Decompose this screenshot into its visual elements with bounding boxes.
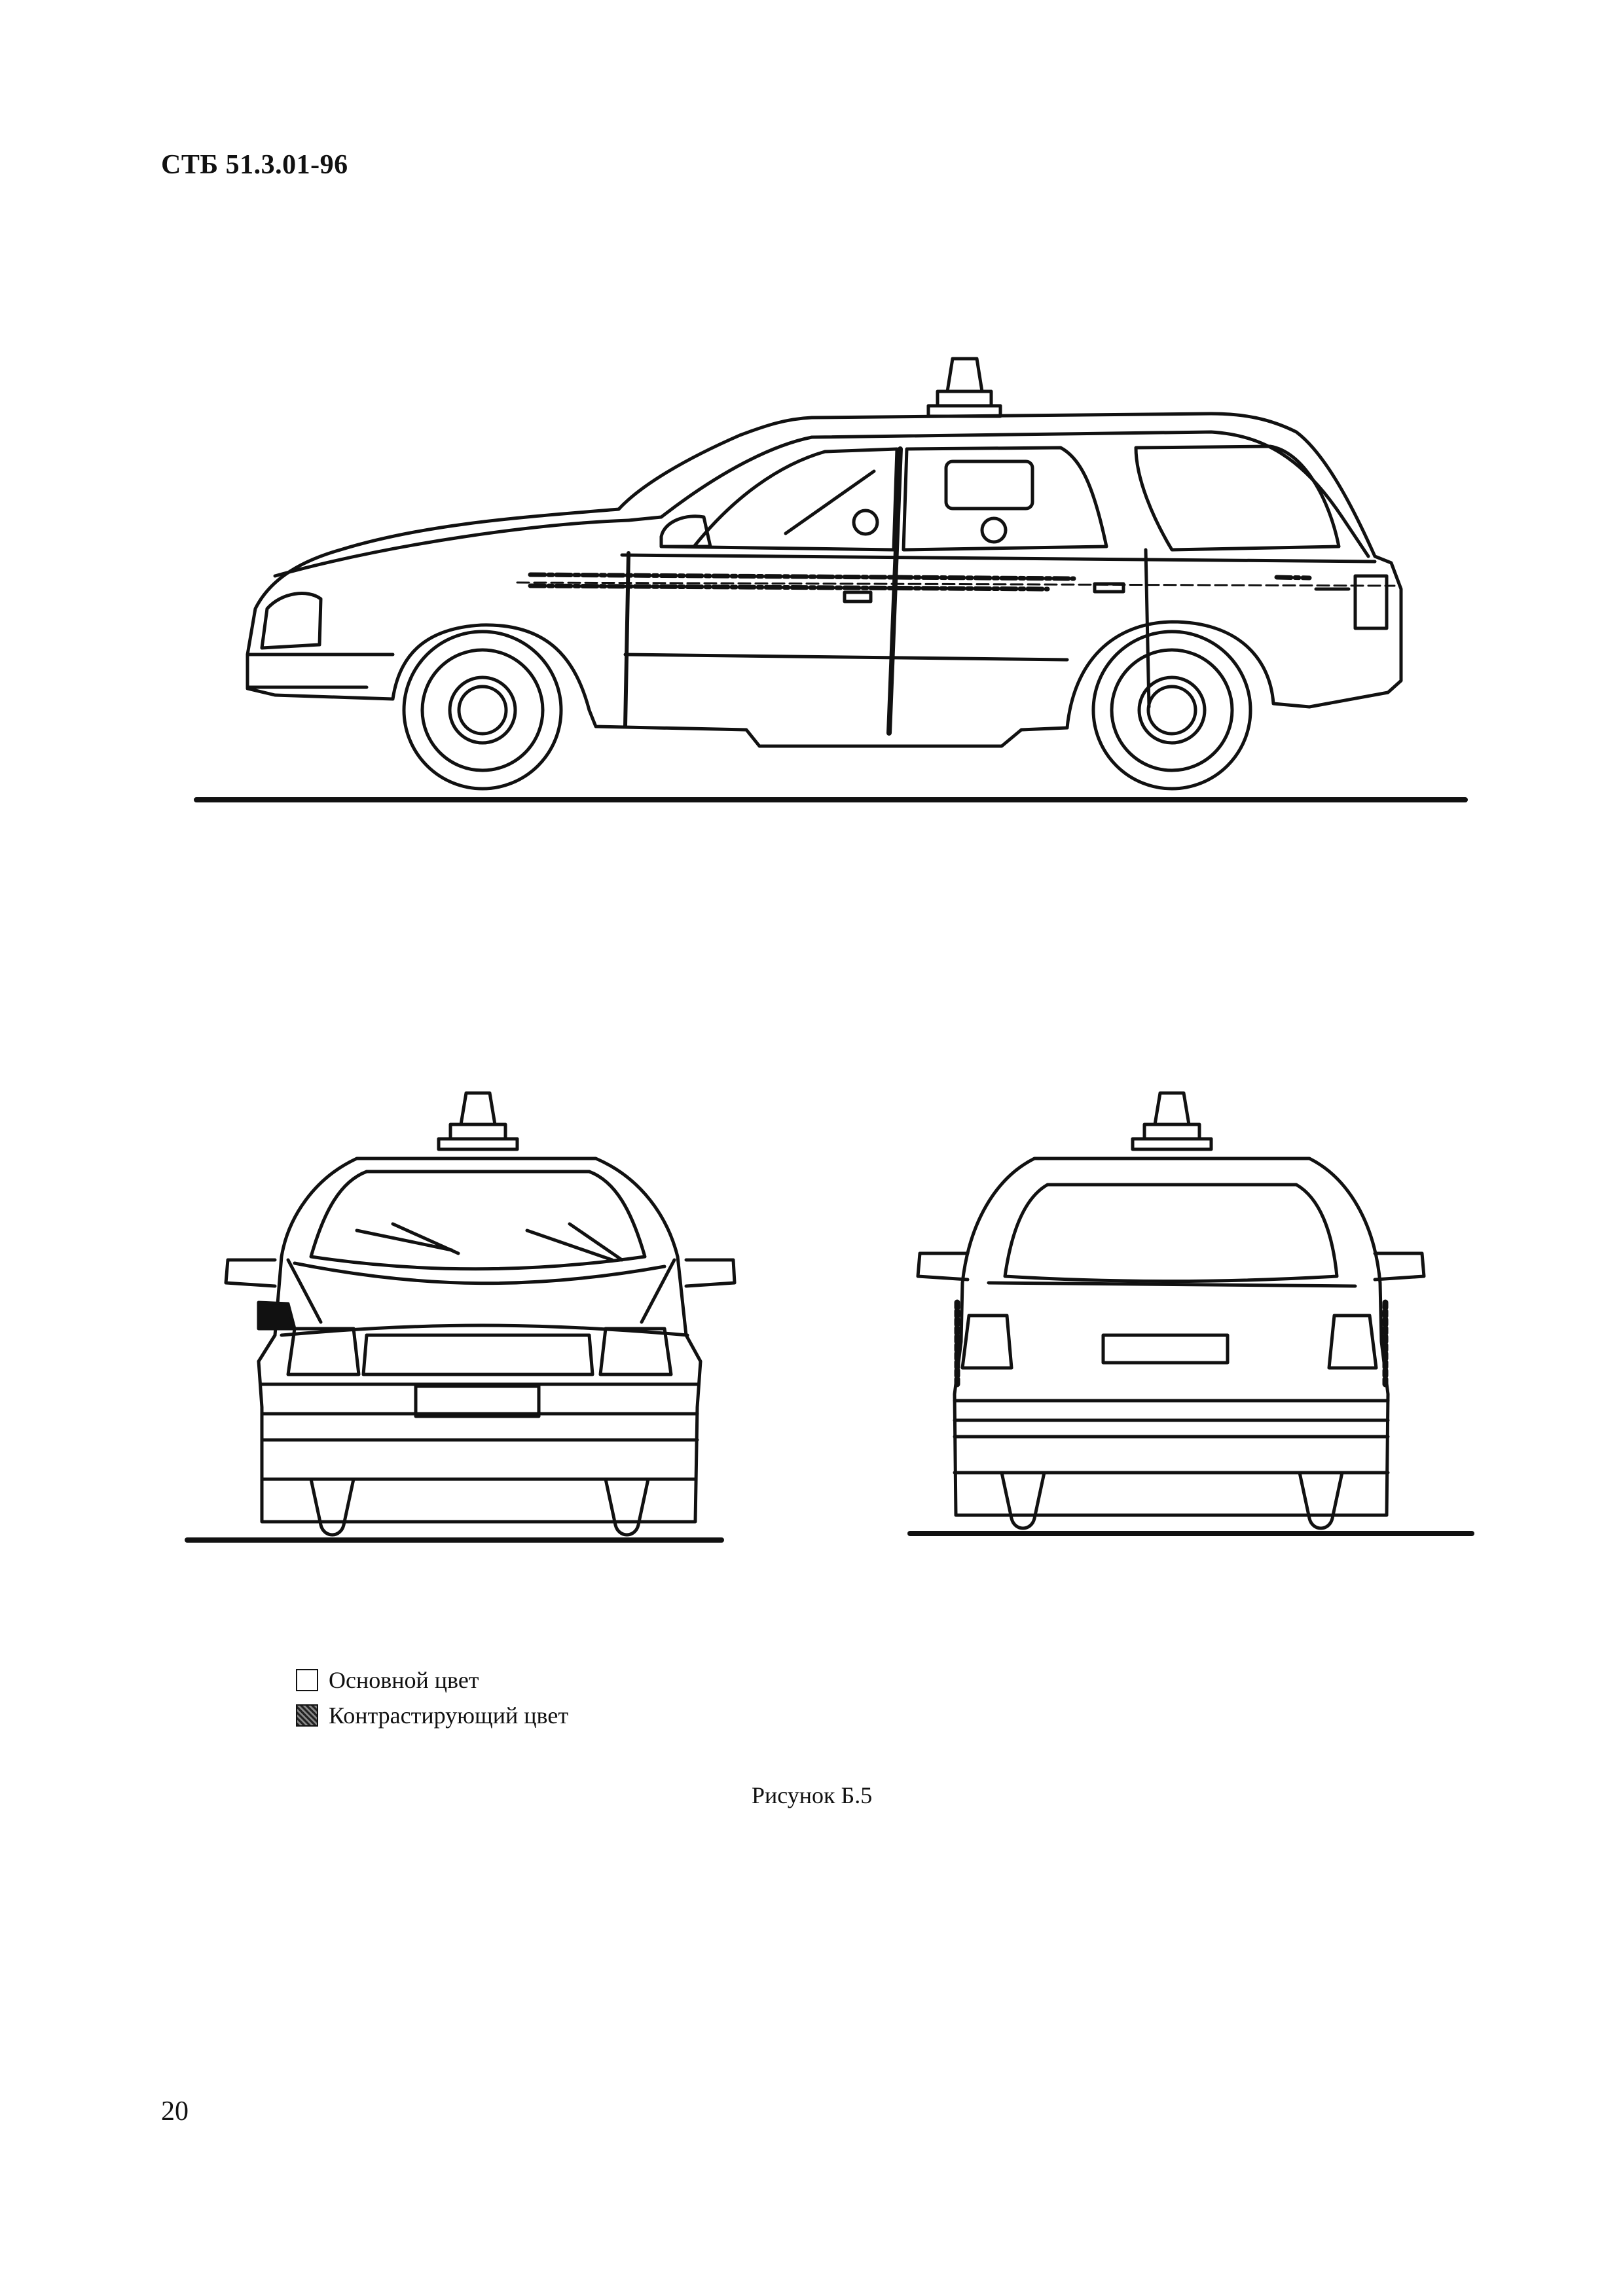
swatch-contrast-color — [296, 1704, 318, 1727]
side-mirror — [661, 516, 710, 547]
legend-item-contrast-color: Контрастирующий цвет — [296, 1698, 568, 1733]
document-header-code: СТБ 51.3.01-96 — [161, 150, 348, 180]
licence-plate-rear — [1103, 1335, 1228, 1363]
rear-wheel-side — [1093, 632, 1250, 789]
front-wheel-side — [404, 632, 561, 789]
color-legend: Основной цвет Контрастирующий цвет — [296, 1662, 568, 1733]
tail-light-right-rear — [1329, 1316, 1376, 1368]
rear-quarter-sign — [946, 461, 1032, 509]
car-front-view — [187, 1093, 735, 1540]
page-number: 20 — [161, 2096, 189, 2126]
swatch-main-color — [296, 1669, 318, 1691]
legend-item-main-color: Основной цвет — [296, 1662, 568, 1698]
rear-quarter-window — [1136, 446, 1339, 550]
legend-label-main-color: Основной цвет — [329, 1667, 479, 1693]
roof-beacon-side — [928, 359, 1000, 416]
legend-label-contrast-color: Контрастирующий цвет — [329, 1702, 569, 1729]
headlight-side — [262, 594, 321, 648]
body-outline-side — [247, 414, 1401, 746]
figure-caption: Рисунок Б.5 — [752, 1782, 873, 1808]
tail-light-left-rear — [962, 1316, 1012, 1368]
headlight-right-front — [600, 1329, 671, 1374]
rear-door-window — [903, 448, 1106, 550]
car-side-view — [196, 359, 1465, 800]
car-rear-view — [910, 1093, 1472, 1534]
tail-light-side — [1355, 576, 1387, 628]
headlight-left-front — [288, 1329, 359, 1374]
licence-plate-front — [416, 1386, 539, 1416]
